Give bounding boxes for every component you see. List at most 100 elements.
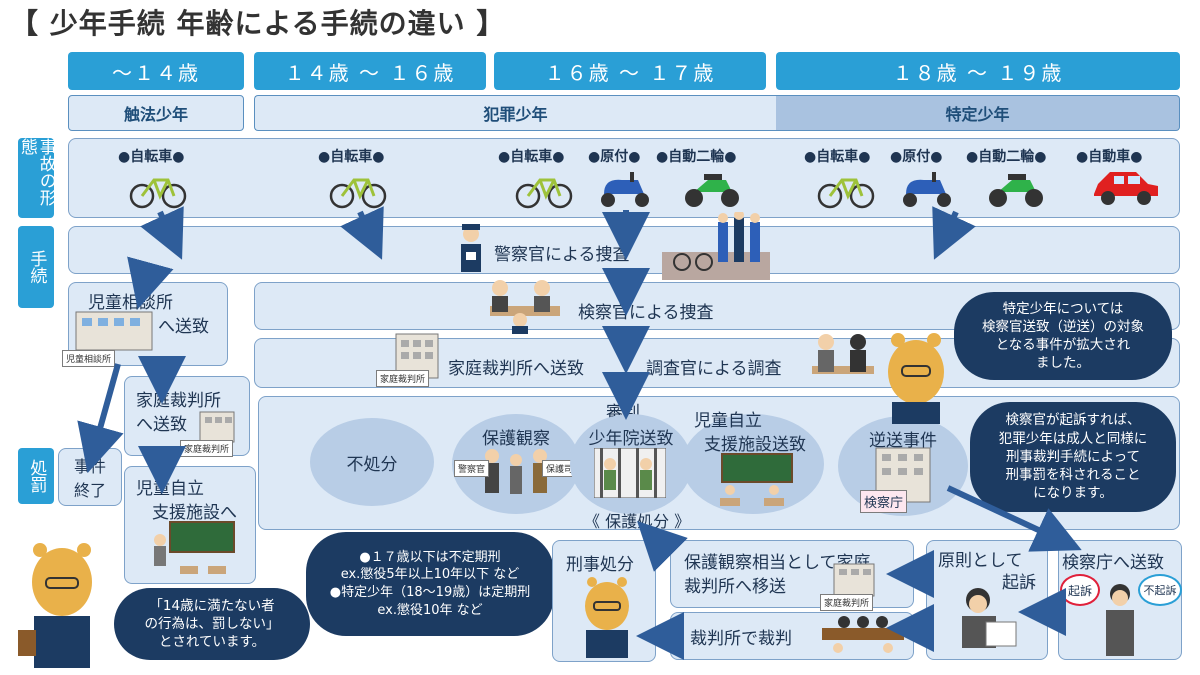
bubble-line: ex.懲役5年以上10年以下 など <box>340 567 520 583</box>
family-court-building-icon <box>833 563 875 597</box>
family-court-send-label: 家庭裁判所へ送致 <box>448 359 584 379</box>
vehicle-label: ●自転車● <box>498 149 565 165</box>
indict-label: 起訴 <box>1067 583 1092 598</box>
vehicle-label: ●自動車● <box>1076 149 1143 165</box>
no-disposition-label: 不処分 <box>346 454 398 475</box>
child-guidance-tag: 児童相談所 <box>62 350 116 367</box>
transfer-family-court-label-2: 裁判所へ移送 <box>684 577 786 597</box>
transfer-family-court-label: 保護観察相当として家庭 <box>684 553 871 573</box>
non-indict-option: 不起訴 <box>1138 574 1182 606</box>
reverse-case-label: 逆送事件 <box>869 431 937 451</box>
age-header-14-16: １４歳 ～ １６歳 <box>254 52 486 90</box>
child-guidance-send-label: へ送致 <box>158 317 209 337</box>
arrow <box>637 521 688 572</box>
age-header-18-19: １８歳 ～ １９歳 <box>776 52 1180 90</box>
bubble-line: 「14歳に満たない者 <box>149 597 275 614</box>
vehicle-label: ●原付● <box>890 149 943 165</box>
row-label-disposition: 処罰 <box>18 448 54 504</box>
child-facility-label-2: 支援施設へ <box>152 503 237 523</box>
no-disposition-circle: 不処分 <box>310 418 434 506</box>
child-guidance-building-icon <box>75 311 153 351</box>
mascot-giraffe-icon <box>888 333 944 424</box>
mascot-giraffe-icon <box>18 543 92 668</box>
juvenile-school-label: 少年院送致 <box>588 429 674 449</box>
prosecutor-interview-illustration <box>490 280 560 334</box>
bicycle-icon <box>817 178 875 209</box>
family-court-building-icon <box>199 411 235 443</box>
mascot-giraffe-icon <box>585 577 629 658</box>
scooter-icon <box>601 172 649 207</box>
bicycle-icon <box>515 178 573 209</box>
page-title: 【 少年手続 年齢による手続の違い 】 <box>10 7 506 40</box>
vehicle-label: ●自転車● <box>318 149 385 165</box>
category-shokuho: 触法少年 <box>68 95 244 131</box>
police-scene-illustration <box>662 212 770 280</box>
motorcycle-icon <box>685 174 739 207</box>
principle-label: 原則として <box>938 551 1023 571</box>
courtroom-illustration <box>822 616 904 653</box>
police-officer-icon <box>461 224 481 272</box>
police-investigation-label: 警察官による捜査 <box>494 245 630 265</box>
speech-bubble-tokutei: 特定少年については 検察官送致（逆送）の対象 となる事件が拡大され ました。 <box>954 292 1172 380</box>
row-label-procedure: 手続 <box>18 226 54 308</box>
classroom-illustration <box>720 453 793 506</box>
criminal-disposition-label: 刑事処分 <box>566 555 634 575</box>
bubble-line: ●１７歳以下は不定期刑 <box>359 549 501 565</box>
speech-bubble-under-14: 「14歳に満たない者 の行為は、罰しない」 とされています。 <box>114 588 310 660</box>
prosecutor-person-illustration <box>962 588 1017 648</box>
bubble-line: となる事件が拡大され <box>995 337 1131 353</box>
police-officer-tag: 警察官 <box>454 460 490 477</box>
vehicle-label: ●自動二輪● <box>966 149 1047 165</box>
bubble-line: ました。 <box>1036 355 1090 372</box>
prosecutors-office-tag: 検察庁 <box>860 490 908 513</box>
juvenile-school-illustration <box>594 448 666 498</box>
scooter-icon <box>903 172 951 207</box>
probation-label: 保護観察 <box>482 429 550 449</box>
classroom-illustration <box>154 521 235 574</box>
arrow <box>127 256 174 310</box>
motorcycle-icon <box>989 174 1043 207</box>
arrow <box>77 363 124 474</box>
family-court-tag: 家庭裁判所 <box>820 594 874 611</box>
prosecutor-person-illustration <box>1106 584 1134 656</box>
bubble-line: ●特定少年（18～19歳）は定期刑 <box>329 585 531 600</box>
investigator-label: 調査官による調査 <box>646 359 782 379</box>
arrow <box>946 485 1082 552</box>
send-prosecutor-label: 検察庁へ送致 <box>1062 553 1164 573</box>
speech-bubble-indictment: 検察官が起訴すれば、 犯罪少年は成人と同様に 刑事裁判手続によって 刑事罰を科さ… <box>970 402 1176 512</box>
bubble-line: 刑事罰を科されること <box>1005 467 1141 484</box>
vehicle-label: ●自転車● <box>118 149 185 165</box>
vehicle-label: ●自動二輪● <box>656 149 737 165</box>
bubble-line: 犯罪少年は成人と同様に <box>998 430 1148 447</box>
bubble-line: 刑事裁判手続によって <box>1006 448 1140 465</box>
non-indict-label: 不起訴 <box>1143 584 1177 597</box>
facility-label-2: 支援施設送致 <box>704 435 806 455</box>
age-header-under-14: ～１４歳 <box>68 52 244 90</box>
trial-label: 裁判所で裁判 <box>690 629 792 649</box>
age-header-16-17: １６歳 ～ １７歳 <box>494 52 766 90</box>
bubble-line: になります。 <box>1033 485 1113 502</box>
indict-option: 起訴 <box>1060 574 1100 606</box>
facility-label: 児童自立 <box>694 411 762 431</box>
family-court-small-send-label: へ送致 <box>136 415 187 435</box>
bubble-line: 特定少年については <box>1002 300 1124 317</box>
bubble-line: 検察官が起訴すれば、 <box>1005 412 1141 429</box>
bubble-line: 検察官送致（逆送）の対象 <box>982 318 1144 335</box>
vehicle-label: ●原付● <box>588 149 641 165</box>
car-icon <box>1094 172 1158 205</box>
family-court-tag: 家庭裁判所 <box>376 370 430 387</box>
bubble-line: ex.懲役10年 など <box>377 602 483 618</box>
vehicle-label: ●自転車● <box>804 149 871 165</box>
bubble-line: の行為は、罰しない」 <box>144 615 280 632</box>
bubble-line: とされています。 <box>158 634 266 651</box>
speech-bubble-sentence: ●１７歳以下は不定期刑 ex.懲役5年以上10年以下 など ●特定少年（18～1… <box>306 532 554 636</box>
arrow <box>340 206 384 260</box>
case-end-label-2: 終了 <box>73 481 106 500</box>
arrow <box>932 206 976 260</box>
category-tokutei: 特定少年 <box>776 95 1180 131</box>
arrow <box>140 206 184 260</box>
row-label-accident: 事故の形態 <box>17 138 56 218</box>
category-hanzai: 犯罪少年 <box>254 95 776 131</box>
investigator-interview-illustration <box>812 334 874 374</box>
